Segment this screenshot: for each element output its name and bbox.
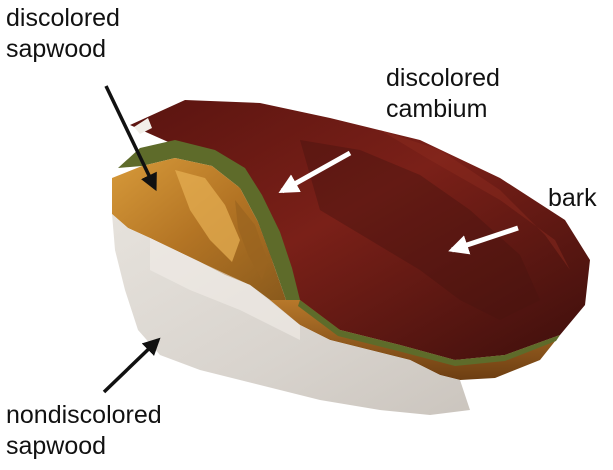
label-line: bark bbox=[548, 183, 597, 214]
label-line: discolored bbox=[386, 63, 500, 94]
label-discolored-cambium: discolored cambium bbox=[386, 63, 500, 125]
label-discolored-sapwood: discolored sapwood bbox=[6, 3, 120, 65]
label-bark: bark bbox=[548, 183, 597, 214]
label-line: sapwood bbox=[6, 431, 162, 462]
label-line: nondiscolored bbox=[6, 400, 162, 431]
label-nondiscolored-sapwood: nondiscolored sapwood bbox=[6, 400, 162, 462]
label-line: discolored bbox=[6, 3, 120, 34]
arrow-nondiscolored-sapwood bbox=[104, 340, 158, 392]
label-line: cambium bbox=[386, 94, 500, 125]
label-line: sapwood bbox=[6, 34, 120, 65]
